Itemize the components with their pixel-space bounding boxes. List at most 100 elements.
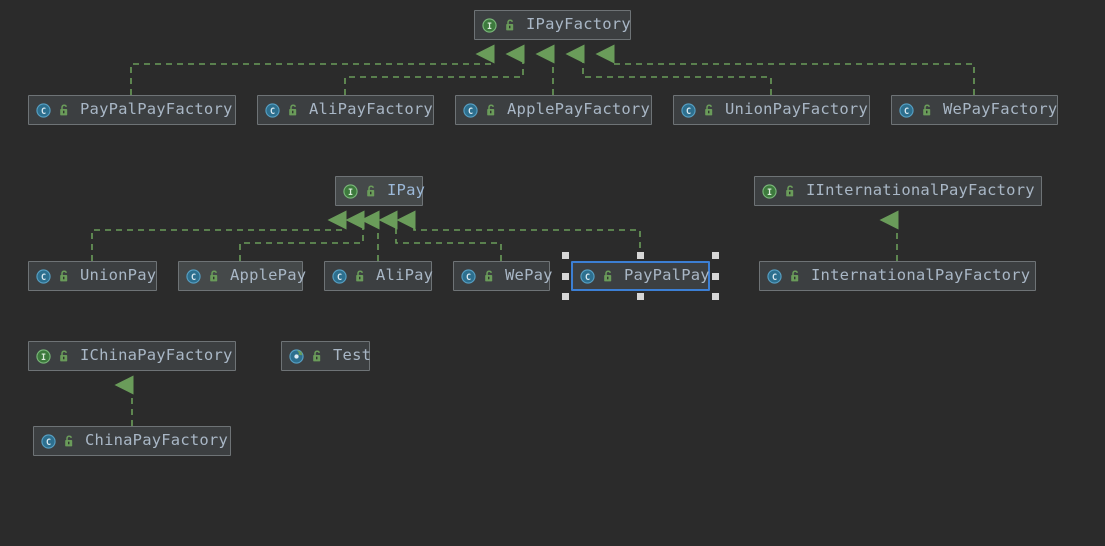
unlocked-lock-icon bbox=[208, 270, 220, 283]
edge-alipayfactory-ipayfactory bbox=[344, 44, 525, 95]
edge-applepay-ipay bbox=[239, 210, 365, 261]
class-icon: C bbox=[265, 102, 280, 118]
resize-handle-sw[interactable] bbox=[562, 293, 569, 300]
interface-icon: I bbox=[36, 348, 51, 364]
edge-unionpay-ipay bbox=[91, 210, 347, 261]
class-node-applepayfactory[interactable]: C ApplePayFactory bbox=[455, 95, 652, 125]
svg-text:C: C bbox=[468, 105, 473, 115]
class-node-label: ApplePayFactory bbox=[507, 100, 650, 119]
unlocked-lock-icon bbox=[311, 350, 323, 363]
unlocked-lock-icon bbox=[602, 270, 614, 283]
class-icon: C bbox=[899, 102, 914, 118]
class-icon: C bbox=[767, 268, 782, 284]
svg-text:C: C bbox=[41, 271, 46, 281]
svg-text:C: C bbox=[270, 105, 275, 115]
class-node-unionpay[interactable]: C UnionPay bbox=[28, 261, 157, 291]
edge-paypalpay-ipay bbox=[396, 210, 641, 259]
unlocked-lock-icon bbox=[789, 270, 801, 283]
unlocked-lock-icon bbox=[483, 270, 495, 283]
runnable-test-icon bbox=[289, 348, 304, 364]
class-node-label: IChinaPayFactory bbox=[80, 346, 233, 365]
edge-wepayfactory-ipayfactory bbox=[595, 44, 975, 95]
class-node-internationalpayfactory[interactable]: C InternationalPayFactory bbox=[759, 261, 1036, 291]
svg-text:I: I bbox=[767, 186, 772, 196]
unlocked-lock-icon bbox=[354, 270, 366, 283]
resize-handle-e[interactable] bbox=[712, 272, 719, 280]
class-node-unionpayfactory[interactable]: C UnionPayFactory bbox=[673, 95, 870, 125]
class-node-ipay[interactable]: I IPay bbox=[335, 176, 426, 206]
unlocked-lock-icon bbox=[58, 350, 70, 363]
svg-text:C: C bbox=[904, 105, 909, 115]
class-icon: C bbox=[580, 268, 595, 284]
class-node-label: IInternationalPayFactory bbox=[806, 181, 1035, 200]
unlocked-lock-icon bbox=[58, 104, 70, 117]
class-icon: C bbox=[36, 102, 51, 118]
svg-text:C: C bbox=[585, 271, 590, 281]
svg-text:C: C bbox=[686, 105, 691, 115]
class-node-paypalpay[interactable]: C PayPalPay bbox=[562, 252, 719, 300]
class-icon: C bbox=[186, 268, 201, 284]
edge-unionpayfactory-ipayfactory bbox=[565, 44, 772, 95]
class-node-ipayfactory[interactable]: I IPayFactory bbox=[474, 10, 631, 40]
class-node-ichinapayfactory[interactable]: I IChinaPayFactory bbox=[28, 341, 236, 371]
class-node-chinapayfactory[interactable]: C ChinaPayFactory bbox=[33, 426, 231, 456]
unlocked-lock-icon bbox=[485, 104, 497, 117]
unlocked-lock-icon bbox=[63, 435, 75, 448]
unlocked-lock-icon bbox=[784, 185, 796, 198]
class-node-paypalpayfactory[interactable]: C PayPalPayFactory bbox=[28, 95, 236, 125]
class-node-label: IPayFactory bbox=[526, 15, 631, 34]
unlocked-lock-icon bbox=[504, 19, 516, 32]
svg-text:I: I bbox=[487, 20, 492, 30]
class-icon: C bbox=[36, 268, 51, 284]
class-icon: C bbox=[461, 268, 476, 284]
class-node-wepayfactory[interactable]: C WePayFactory bbox=[891, 95, 1058, 125]
class-node-label: UnionPayFactory bbox=[725, 100, 868, 119]
resize-handle-se[interactable] bbox=[712, 293, 719, 300]
class-node-label: UnionPay bbox=[80, 266, 157, 285]
resize-handle-w[interactable] bbox=[562, 272, 569, 280]
svg-text:C: C bbox=[337, 271, 342, 281]
edge-paypalpayfactory-ipayfactory bbox=[130, 44, 495, 95]
class-node-label: ChinaPayFactory bbox=[85, 431, 228, 450]
class-node-label: IPay bbox=[387, 181, 426, 200]
class-node-label: InternationalPayFactory bbox=[811, 266, 1031, 285]
resize-handle-n[interactable] bbox=[637, 252, 644, 259]
interface-icon: I bbox=[762, 183, 777, 199]
class-node-alipay[interactable]: C AliPay bbox=[324, 261, 434, 291]
class-node-wepay[interactable]: C WePay bbox=[453, 261, 553, 291]
resize-handle-ne[interactable] bbox=[712, 252, 719, 259]
class-node-test[interactable]: Test bbox=[281, 341, 372, 371]
svg-text:I: I bbox=[41, 351, 46, 361]
unlocked-lock-icon bbox=[921, 104, 933, 117]
class-node-label: PayPalPay bbox=[624, 266, 710, 285]
class-node-label: AliPayFactory bbox=[309, 100, 433, 119]
unlocked-lock-icon bbox=[58, 270, 70, 283]
class-node-label: WePayFactory bbox=[943, 100, 1058, 119]
unlocked-lock-icon bbox=[703, 104, 715, 117]
class-node-label: WePay bbox=[505, 266, 553, 285]
class-node-alipayfactory[interactable]: C AliPayFactory bbox=[257, 95, 434, 125]
class-node-iinternationalpayfactory[interactable]: I IInternationalPayFactory bbox=[754, 176, 1042, 206]
unlocked-lock-icon bbox=[287, 104, 299, 117]
svg-text:C: C bbox=[41, 105, 46, 115]
class-node-label: AliPay bbox=[376, 266, 434, 285]
class-icon: C bbox=[332, 268, 347, 284]
class-node-label: PayPalPayFactory bbox=[80, 100, 233, 119]
interface-icon: I bbox=[343, 183, 358, 199]
class-icon: C bbox=[41, 433, 56, 449]
resize-handle-s[interactable] bbox=[637, 293, 644, 300]
class-icon: C bbox=[681, 102, 696, 118]
svg-text:C: C bbox=[46, 436, 51, 446]
svg-text:C: C bbox=[466, 271, 471, 281]
class-icon: C bbox=[463, 102, 478, 118]
edge-wepay-ipay bbox=[378, 210, 502, 261]
svg-text:C: C bbox=[191, 271, 196, 281]
resize-handle-nw[interactable] bbox=[562, 252, 569, 259]
interface-icon: I bbox=[482, 17, 497, 33]
svg-text:C: C bbox=[772, 271, 777, 281]
svg-text:I: I bbox=[348, 186, 353, 196]
selection-handles bbox=[562, 252, 719, 300]
class-node-label: Test bbox=[333, 346, 372, 365]
